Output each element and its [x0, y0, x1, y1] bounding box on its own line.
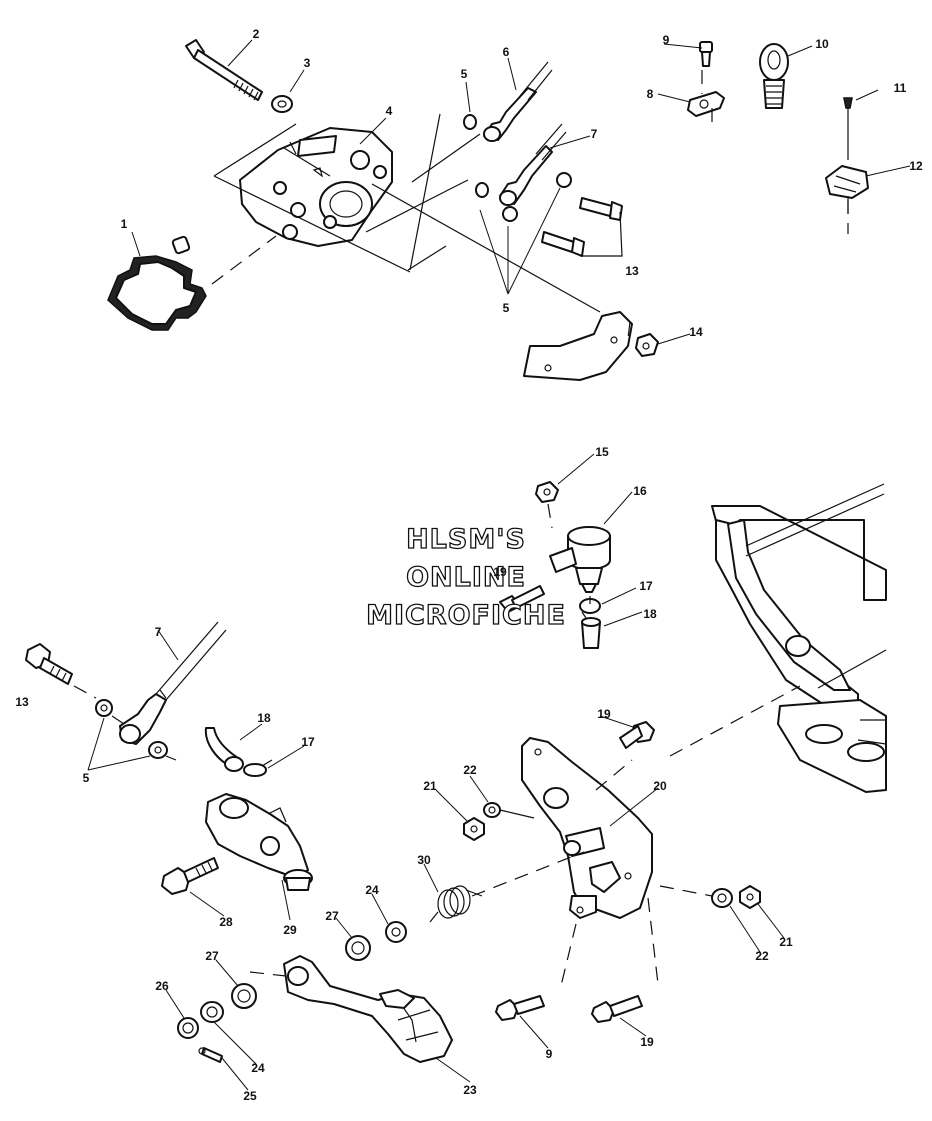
part-7-brake-line-upper [499, 123, 567, 206]
part-13-bolts-upper [541, 197, 623, 257]
callout-23: 23 [463, 1083, 477, 1097]
callout-9-upper: 9 [663, 33, 670, 47]
watermark-line-1: HLSM'S [406, 524, 526, 555]
part-14-nut [635, 333, 659, 357]
callout-18-upper: 18 [643, 607, 657, 621]
callout-6: 6 [503, 45, 510, 59]
callout-27-lower: 27 [205, 949, 219, 963]
callout-18-lower: 18 [257, 711, 271, 725]
callout-21-right: 21 [779, 935, 793, 949]
part-28-bolt [161, 857, 219, 895]
callout-9-lower: 9 [546, 1047, 553, 1061]
callout-27-upper: 27 [325, 909, 339, 923]
frame-section [711, 483, 887, 793]
part-6-brake-line [483, 61, 553, 142]
part-13-bolt-lower [25, 643, 73, 685]
part-27-bushing-lower [231, 983, 257, 1009]
callout-19-reservoir: 19 [493, 565, 507, 579]
part-17-clamp-lower [243, 759, 273, 777]
callout-17-lower: 17 [301, 735, 315, 749]
callout-30: 30 [417, 853, 431, 867]
part-30-spring [429, 885, 483, 923]
callout-1: 1 [121, 217, 128, 231]
part-19-bolt-lower [591, 995, 643, 1023]
part-8-clip [687, 91, 725, 117]
part-9-screw-upper [699, 41, 713, 67]
part-11-pin [843, 97, 853, 160]
part-2-long-bolt [185, 39, 263, 101]
callout-7-upper: 7 [591, 127, 598, 141]
callout-16: 16 [633, 484, 647, 498]
part-24-washer-upper [385, 921, 407, 943]
part-22-washer-left [483, 802, 501, 818]
lower-assembly-leaders [73, 685, 713, 991]
caliper-mount-bracket [523, 311, 633, 381]
part-5-washers-lower [95, 699, 168, 759]
callout-labels: 1 2 3 4 5 5 6 7 8 9 10 11 12 13 14 15 16… [15, 27, 923, 1103]
callout-25: 25 [243, 1089, 257, 1103]
part-12-cable-clamp [825, 165, 869, 214]
part-3-washer [271, 95, 293, 113]
part-16-master-cylinder-reservoir [549, 526, 611, 593]
callout-22-right: 22 [755, 949, 769, 963]
callout-15: 15 [595, 445, 609, 459]
callout-3: 3 [304, 56, 311, 70]
callout-24-upper: 24 [365, 883, 379, 897]
watermark-line-3: MICROFICHE [366, 600, 566, 631]
part-5-washers-upper [463, 114, 572, 222]
part-22-washer-right [711, 888, 733, 908]
callout-12: 12 [909, 159, 923, 173]
callout-5-lower: 5 [83, 771, 90, 785]
callout-28: 28 [219, 915, 233, 929]
callout-29: 29 [283, 923, 297, 937]
callout-21-left: 21 [423, 779, 437, 793]
callout-leader-lines [87, 39, 911, 1091]
callout-4: 4 [386, 104, 393, 118]
callout-24-lower: 24 [251, 1061, 265, 1075]
part-25-cotter-pin [198, 1047, 223, 1063]
callout-22-left: 22 [463, 763, 477, 777]
callout-19-lower: 19 [640, 1035, 654, 1049]
part-21-nut-left [463, 817, 485, 841]
callout-5-upper-a: 5 [461, 67, 468, 81]
callout-2: 2 [253, 27, 260, 41]
part-9-bolt-lower [495, 995, 545, 1021]
callout-8: 8 [647, 87, 654, 101]
part-24-washer-lower [200, 1001, 224, 1023]
part-15-nut [535, 481, 559, 503]
part-4-caliper-body [239, 127, 393, 247]
callout-10: 10 [815, 37, 829, 51]
callout-26: 26 [155, 979, 169, 993]
part-20-pedal-mount-plate [521, 737, 653, 919]
part-23-brake-pedal [283, 955, 453, 1063]
part-29-master-cylinder [205, 793, 313, 891]
watermark-line-2: ONLINE [406, 562, 526, 593]
part-18-hose-lower [204, 727, 244, 772]
upper-assembly-leaders [211, 70, 849, 339]
callout-14: 14 [689, 325, 703, 339]
callout-5-upper-b: 5 [503, 301, 510, 315]
frame-mount-leader [669, 685, 801, 757]
part-7-brake-line-lower [119, 621, 227, 745]
part-1-brake-pad [107, 235, 207, 331]
part-27-bushing-upper [345, 935, 371, 961]
part-26-washer [177, 1017, 199, 1039]
watermark: HLSM'S ONLINE MICROFICHE [365, 523, 566, 631]
part-21-nut-right [739, 885, 761, 909]
callout-11: 11 [894, 81, 907, 95]
callout-13-upper: 13 [625, 264, 639, 278]
part-19-bolt-reservoir [499, 585, 545, 613]
callout-20: 20 [653, 779, 667, 793]
part-18-hose-upper [581, 617, 601, 649]
callout-13-lower: 13 [15, 695, 29, 709]
callout-7-lower: 7 [155, 625, 162, 639]
part-10-push-rivet [759, 43, 789, 109]
reservoir-leaders [547, 503, 591, 619]
callout-17-upper: 17 [639, 579, 653, 593]
callout-19-plate: 19 [597, 707, 611, 721]
part-19-bolt-plate [619, 721, 655, 749]
